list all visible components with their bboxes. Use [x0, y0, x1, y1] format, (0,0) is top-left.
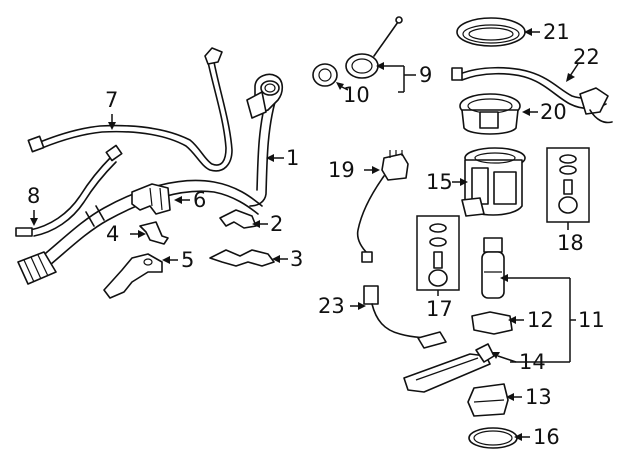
callout-9: 9: [419, 63, 432, 87]
callout-18: 18: [557, 231, 584, 255]
callout-4: 4: [106, 222, 119, 246]
part-14-strainer: [403, 343, 495, 393]
callout-15: 15: [426, 170, 453, 194]
part-4-clip: [139, 221, 169, 245]
callout-10: 10: [343, 83, 370, 107]
callout-20: 20: [540, 100, 567, 124]
callout-22: 22: [573, 45, 600, 69]
part-18-seal-kit: [546, 147, 590, 223]
callout-8: 8: [27, 184, 40, 208]
part-19-connector-lead: [356, 150, 409, 263]
callout-1: 1: [286, 146, 299, 170]
callout-16: 16: [533, 425, 560, 449]
callout-6: 6: [193, 188, 206, 212]
callout-23: 23: [318, 294, 345, 318]
part-8-sensor-wire: [15, 144, 123, 237]
part-10-filler-cap: [312, 63, 338, 87]
callout-13: 13: [525, 385, 552, 409]
part-23-level-sensor: [363, 285, 447, 349]
part-20-pump-cover: [459, 93, 521, 135]
part-13-retainer: [467, 383, 509, 417]
callout-17: 17: [426, 297, 453, 321]
part-21-lock-ring: [456, 17, 526, 47]
part-9-filler-cap-tether: [345, 16, 403, 79]
part-22-wire-harness: [451, 66, 613, 124]
callout-5: 5: [181, 248, 194, 272]
callout-2: 2: [270, 212, 283, 236]
leader-lines: [30, 28, 579, 441]
callout-19: 19: [328, 158, 355, 182]
part-5-bracket: [103, 253, 163, 299]
callout-14: 14: [519, 350, 546, 374]
callout-12: 12: [527, 308, 554, 332]
callout-11: 11: [578, 308, 605, 332]
fuel-fill-pipe: [17, 179, 263, 285]
callout-7: 7: [105, 88, 118, 112]
part-15-fuel-pump-module: [461, 147, 526, 217]
part-1-filler-neck-tube: [243, 73, 284, 209]
part-12-pump-bracket: [471, 311, 513, 335]
part-2-clip: [219, 209, 257, 229]
callout-21: 21: [543, 20, 570, 44]
part-16-o-ring: [468, 427, 518, 449]
part-11-fuel-pump: [481, 237, 505, 299]
callout-labels: 1 2 3 4 5 6 7 8 9 10 11 12 13 14 15 16 1…: [27, 20, 605, 449]
part-17-seal-kit: [416, 215, 460, 291]
callout-3: 3: [290, 247, 303, 271]
part-3-bracket: [209, 249, 275, 267]
part-7-vent-line: [27, 47, 233, 172]
